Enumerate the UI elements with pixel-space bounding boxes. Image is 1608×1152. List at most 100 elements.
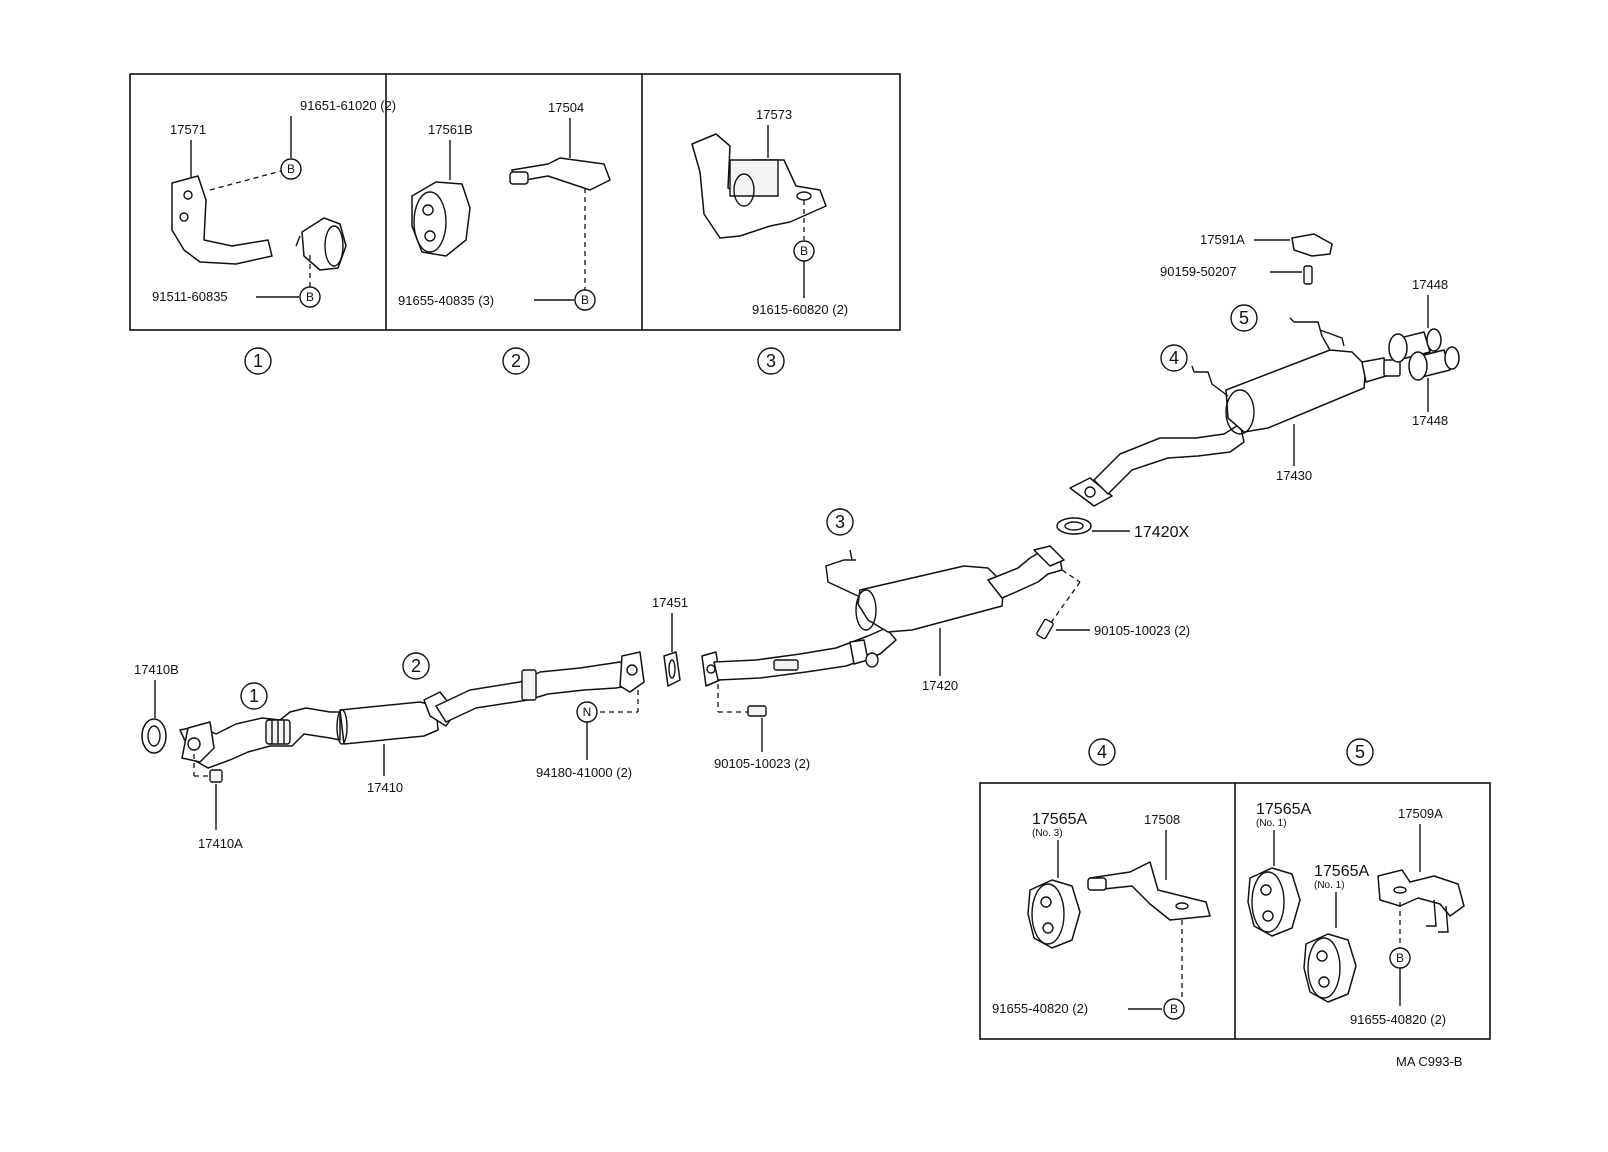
label-91511-60835: 91511-60835 xyxy=(152,289,228,304)
bolt-marker: B xyxy=(1163,998,1185,1020)
note-no1-a: (No. 1) xyxy=(1256,818,1287,829)
svg-text:B: B xyxy=(1170,1002,1178,1016)
label-17573: 17573 xyxy=(756,107,792,122)
diagram-code: MA C993-B xyxy=(1396,1054,1462,1069)
label-17420X: 17420X xyxy=(1134,524,1189,541)
svg-text:B: B xyxy=(581,293,589,307)
gasket-17410B: 17410B xyxy=(134,662,179,754)
label-17504: 17504 xyxy=(548,100,584,115)
label-17410B: 17410B xyxy=(134,662,179,677)
tail-pipe-17430: 17430 xyxy=(1069,317,1401,507)
bolt-marker: B xyxy=(280,158,302,180)
detail-5: 17565A (No. 1) 17565A (No. 1) 17509A B 9… xyxy=(1247,801,1465,1027)
label-90159-50207: 90159-50207 xyxy=(1160,264,1237,279)
marker-2-top: 2 xyxy=(502,347,530,375)
svg-text:5: 5 xyxy=(1355,742,1365,762)
gasket-17420X: 17420X xyxy=(1056,517,1189,541)
svg-text:B: B xyxy=(287,162,295,176)
cushion-17565A-no3 xyxy=(1027,879,1081,949)
detail-4: 17565A (No. 3) 17508 91655-40820 (2) B xyxy=(992,811,1211,1020)
detail-2: 17561B 17504 91655-40835 (3) B xyxy=(398,100,611,311)
label-17591A: 17591A xyxy=(1200,232,1245,247)
label-17451: 17451 xyxy=(652,595,688,610)
nut-17410A xyxy=(209,769,223,783)
svg-text:3: 3 xyxy=(766,351,776,371)
label-91615-60820: 91615-60820 (2) xyxy=(752,302,848,317)
cushion-17565A-no1-b xyxy=(1303,933,1357,1003)
label-17448-upper: 17448 xyxy=(1412,277,1448,292)
detail-1: 91651-61020 (2) 17571 B 91511-60835 B xyxy=(152,98,396,308)
marker-1-top: 1 xyxy=(244,347,272,375)
marker-3-main: 3 xyxy=(826,508,854,536)
label-17430: 17430 xyxy=(1276,468,1312,483)
svg-text:B: B xyxy=(1396,951,1404,965)
label-17420: 17420 xyxy=(922,678,958,693)
svg-text:4: 4 xyxy=(1097,742,1107,762)
center-flange xyxy=(619,651,645,693)
protector-17591A: 17591A 90159-50207 xyxy=(1160,232,1333,285)
svg-text:1: 1 xyxy=(249,686,259,706)
detail-box-frame-top xyxy=(129,73,901,331)
marker-5-bottom: 5 xyxy=(1346,738,1374,766)
marker-3-top: 3 xyxy=(757,347,785,375)
nut-94180-41000: N 94180-41000 (2) xyxy=(536,690,639,780)
svg-text:N: N xyxy=(583,705,592,719)
label-17509A: 17509A xyxy=(1398,806,1443,821)
label-17410A: 17410A xyxy=(198,836,243,851)
tail-flange xyxy=(1069,477,1113,507)
label-17571: 17571 xyxy=(170,122,206,137)
bolt-90105-10023-rear: 90105-10023 (2) xyxy=(1036,569,1190,640)
label-90105-10023-rear: 90105-10023 (2) xyxy=(1094,623,1190,638)
bracket-17509A xyxy=(1377,869,1465,917)
label-91655-40820-d5: 91655-40820 (2) xyxy=(1350,1012,1446,1027)
detail-3: 17573 B 91615-60820 (2) xyxy=(691,107,848,317)
main-muffler xyxy=(1225,349,1367,433)
bracket-17504 xyxy=(511,157,611,191)
detail-boxes-bottom xyxy=(979,782,1491,1040)
detail-boxes-top xyxy=(129,73,901,331)
svg-text:B: B xyxy=(800,244,808,258)
svg-text:3: 3 xyxy=(835,512,845,532)
svg-text:1: 1 xyxy=(253,351,263,371)
label-17508: 17508 xyxy=(1144,812,1180,827)
marker-1-main: 1 xyxy=(240,682,268,710)
front-flange xyxy=(181,721,215,763)
bolt-90105-10023-mid: 90105-10023 (2) xyxy=(714,684,810,771)
label-91655-40820-d4: 91655-40820 (2) xyxy=(992,1001,1088,1016)
svg-text:2: 2 xyxy=(511,351,521,371)
marker-4-main: 4 xyxy=(1160,344,1188,372)
label-17565A-no1-a: 17565A xyxy=(1256,801,1311,818)
tail-tips-17448: 17448 17448 xyxy=(1388,277,1460,428)
marker-5-main: 5 xyxy=(1230,304,1258,332)
bolt-marker: B xyxy=(299,286,321,308)
svg-text:B: B xyxy=(306,290,314,304)
label-17410: 17410 xyxy=(367,780,403,795)
bolt-marker: B xyxy=(1389,947,1411,969)
svg-text:2: 2 xyxy=(411,656,421,676)
marker-2-main: 2 xyxy=(402,652,430,680)
label-17561B: 17561B xyxy=(428,122,473,137)
label-94180-41000: 94180-41000 (2) xyxy=(536,765,632,780)
bolt-marker: B xyxy=(793,240,815,262)
bracket-17571 xyxy=(171,175,273,265)
svg-text:5: 5 xyxy=(1239,308,1249,328)
label-91651-61020: 91651-61020 (2) xyxy=(300,98,396,113)
label-91655-40835: 91655-40835 (3) xyxy=(398,293,494,308)
nut-marker: N xyxy=(576,701,598,723)
gasket-17451: 17451 xyxy=(652,595,688,687)
center-muffler xyxy=(857,565,1005,633)
label-17565A-no3: 17565A xyxy=(1032,811,1087,828)
label-17565A-no1-b: 17565A xyxy=(1314,863,1369,880)
note-no3: (No. 3) xyxy=(1032,828,1063,839)
label-17448-lower: 17448 xyxy=(1412,413,1448,428)
marker-4-bottom: 4 xyxy=(1088,738,1116,766)
front-pipe-17410: 17410 17410A xyxy=(179,651,645,851)
front-pipe-body xyxy=(339,701,439,745)
svg-text:4: 4 xyxy=(1169,348,1179,368)
label-90105-10023-mid: 90105-10023 (2) xyxy=(714,756,810,771)
center-pipe-17420: 17420 xyxy=(701,545,1065,693)
bolt-marker: B xyxy=(574,289,596,311)
note-no1-b: (No. 1) xyxy=(1314,880,1345,891)
bracket-17508 xyxy=(1089,861,1211,921)
